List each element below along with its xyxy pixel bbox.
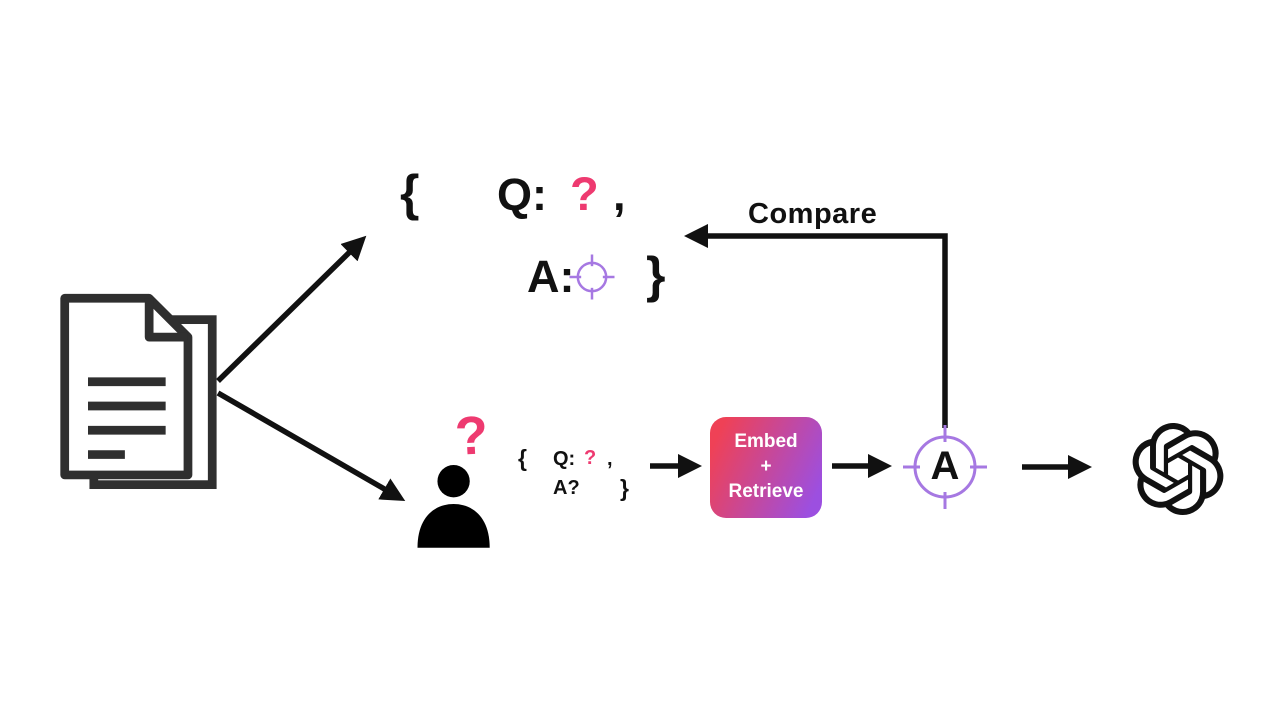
- qa-close-brace: }: [646, 247, 666, 303]
- mini-qa-comma: ,: [607, 448, 613, 470]
- qa-q-question-mark: ?: [570, 167, 599, 220]
- mini-qa-q-label: Q:: [553, 448, 576, 470]
- qa-open-brace: {: [400, 165, 420, 221]
- embed-box-line3: Retrieve: [728, 480, 804, 502]
- mini-qa-open-brace: {: [518, 445, 527, 471]
- answer-node-letter: A: [930, 443, 960, 488]
- embed-box-line1: Embed: [734, 431, 798, 453]
- qa-comma: ,: [613, 169, 626, 220]
- arrow-doc-to-qa-pair: [216, 235, 367, 383]
- answer-target-icon: A: [900, 422, 990, 512]
- mini-qa-q-question-mark: ?: [584, 447, 597, 469]
- compare-label: Compare: [748, 198, 878, 230]
- qa-a-label: A:: [527, 251, 575, 302]
- embed-box-line2: +: [760, 456, 772, 478]
- arrow-doc-to-user: [216, 390, 406, 502]
- target-icon: [567, 252, 617, 302]
- person-icon: [408, 450, 503, 558]
- openai-logo: [1132, 423, 1224, 516]
- qa-q-label: Q:: [497, 169, 547, 220]
- arrow-compare-to-qa-pair: [683, 223, 948, 428]
- mini-qa-a-label: A?: [553, 477, 580, 499]
- document-icon: [55, 288, 220, 493]
- embed-retrieve-box: Embed + Retrieve: [710, 417, 822, 518]
- user-question-mark: ?: [453, 405, 490, 467]
- mini-qa-close-brace: }: [620, 475, 629, 501]
